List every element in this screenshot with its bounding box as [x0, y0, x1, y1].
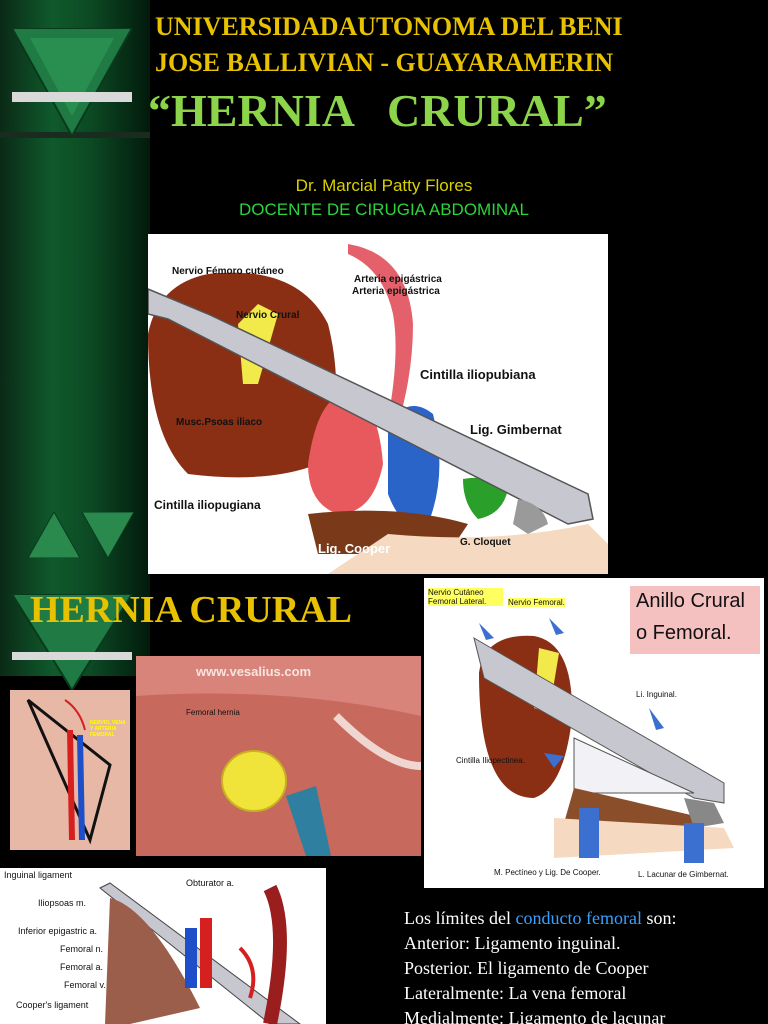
crural-diagram: Nervio Fémoro cutáneo Arteria epigástric…	[148, 234, 608, 574]
limit-medial: Medialmente: Ligamento de lacunar	[404, 1008, 666, 1024]
thigh-art	[26, 698, 112, 845]
label-obturator: Obturator a.	[186, 878, 235, 888]
crural-diagram-art	[148, 244, 608, 574]
slide-title: HERNIA CRURAL	[30, 589, 352, 631]
university-line-2: JOSE BALLIVIAN - GUAYARAMERIN	[155, 48, 614, 77]
label-arteria-2: Arteria epigástrica	[352, 286, 440, 297]
author-role: DOCENTE DE CIRUGIA ABDOMINAL	[239, 200, 529, 219]
limit-anterior: Anterior: Ligamento inguinal.	[404, 933, 621, 953]
limit-posterior: Posterior. El ligamento de Cooper	[404, 958, 649, 978]
vesalius-image: www.vesalius.com Femoral hernia	[136, 656, 421, 856]
label-lig-gimbernat: Lig. Gimbernat	[470, 422, 562, 437]
limits-intro-prefix: Los límites del	[404, 908, 516, 928]
vesalius-watermark: www.vesalius.com	[196, 664, 312, 679]
femoral-canal-limits: Los límites del conducto femoral son: An…	[404, 906, 764, 1024]
label-iliopsoas: Iliopsoas m.	[38, 898, 87, 908]
label-nervio-femoral: Nervio Femoral.	[508, 598, 565, 607]
label-li-inguinal: Li. Inguinal.	[636, 690, 677, 699]
label-femoral-n: Femoral n.	[60, 944, 104, 954]
label-femoral-v: Femoral v.	[64, 980, 106, 990]
label-pectineo: M. Pectíneo y Lig. De Cooper.	[494, 868, 601, 877]
anillo-title-line-2: o Femoral.	[636, 622, 732, 644]
label-nervio-cutaneo: Nervio Cutáneo Femoral Lateral.	[428, 588, 503, 606]
label-inferior-epigastric: Inferior epigastric a.	[18, 926, 98, 936]
label-femoral-a: Femoral a.	[60, 962, 104, 972]
label-coopers-ligament: Cooper's ligament	[16, 1000, 89, 1010]
label-nervio-crural: Nervio Crural	[236, 310, 300, 321]
label-lig-cooper: Lig. Cooper	[318, 541, 391, 556]
triangle-up-icon	[28, 512, 80, 558]
label-cintilla-iliopectinea: Cintilla Iliopectinea.	[456, 756, 525, 765]
triangle-down-icon	[82, 512, 134, 558]
limits-intro: Los límites del conducto femoral son:	[404, 906, 764, 931]
label-arteria-1: Arteria epigástrica	[354, 274, 442, 285]
anillo-art	[473, 586, 760, 863]
label-g-cloquet: G. Cloquet	[460, 537, 511, 548]
label-cintilla-iliopugiana: Cintilla iliopugiana	[154, 498, 261, 512]
label-lacunar: L. Lacunar de Gimbernat.	[638, 870, 729, 879]
thigh-image: NERVIO, VENA Y ARTERIA FEMORAL	[10, 690, 130, 850]
green-triangle-logo	[12, 594, 132, 690]
label-musc-psoas: Musc.Psoas iliaco	[176, 417, 263, 428]
label-cintilla-iliopubiana: Cintilla iliopubiana	[420, 367, 536, 382]
university-line-1: UNIVERSIDADAUTONOMA DEL BENI	[155, 12, 623, 41]
main-title: “HERNIA CRURAL”	[148, 85, 607, 136]
limits-intro-suffix: son:	[641, 908, 677, 928]
anillo-crural-diagram: Anillo Crural o Femoral. Nervio Cutáneo …	[424, 578, 764, 888]
anatomy-art	[99, 882, 301, 1024]
author-name: Dr. Marcial Patty Flores	[295, 176, 473, 195]
label-nervio-femoro: Nervio Fémoro cutáneo	[172, 266, 284, 277]
slide-1: UNIVERSIDADAUTONOMA DEL BENI JOSE BALLIV…	[0, 0, 623, 576]
label-femoral-hernia: Femoral hernia	[186, 708, 240, 717]
anatomy-drawing: Inguinal ligament Iliopsoas m. Inferior …	[0, 868, 326, 1024]
anillo-title-line-1: Anillo Crural	[636, 590, 745, 612]
divider	[0, 132, 150, 138]
slide-2: HERNIA CRURAL NERVIO, VENA Y ARTERIA FEM…	[0, 576, 768, 1024]
limits-intro-highlight: conducto femoral	[515, 908, 642, 928]
thigh-label: NERVIO, VENA Y ARTERIA FEMORAL	[90, 720, 126, 738]
label-inguinal-ligament: Inguinal ligament	[4, 870, 73, 880]
vesalius-art	[136, 656, 421, 856]
green-triangle-logo	[12, 28, 132, 136]
limit-lateral: Lateralmente: La vena femoral	[404, 983, 627, 1003]
